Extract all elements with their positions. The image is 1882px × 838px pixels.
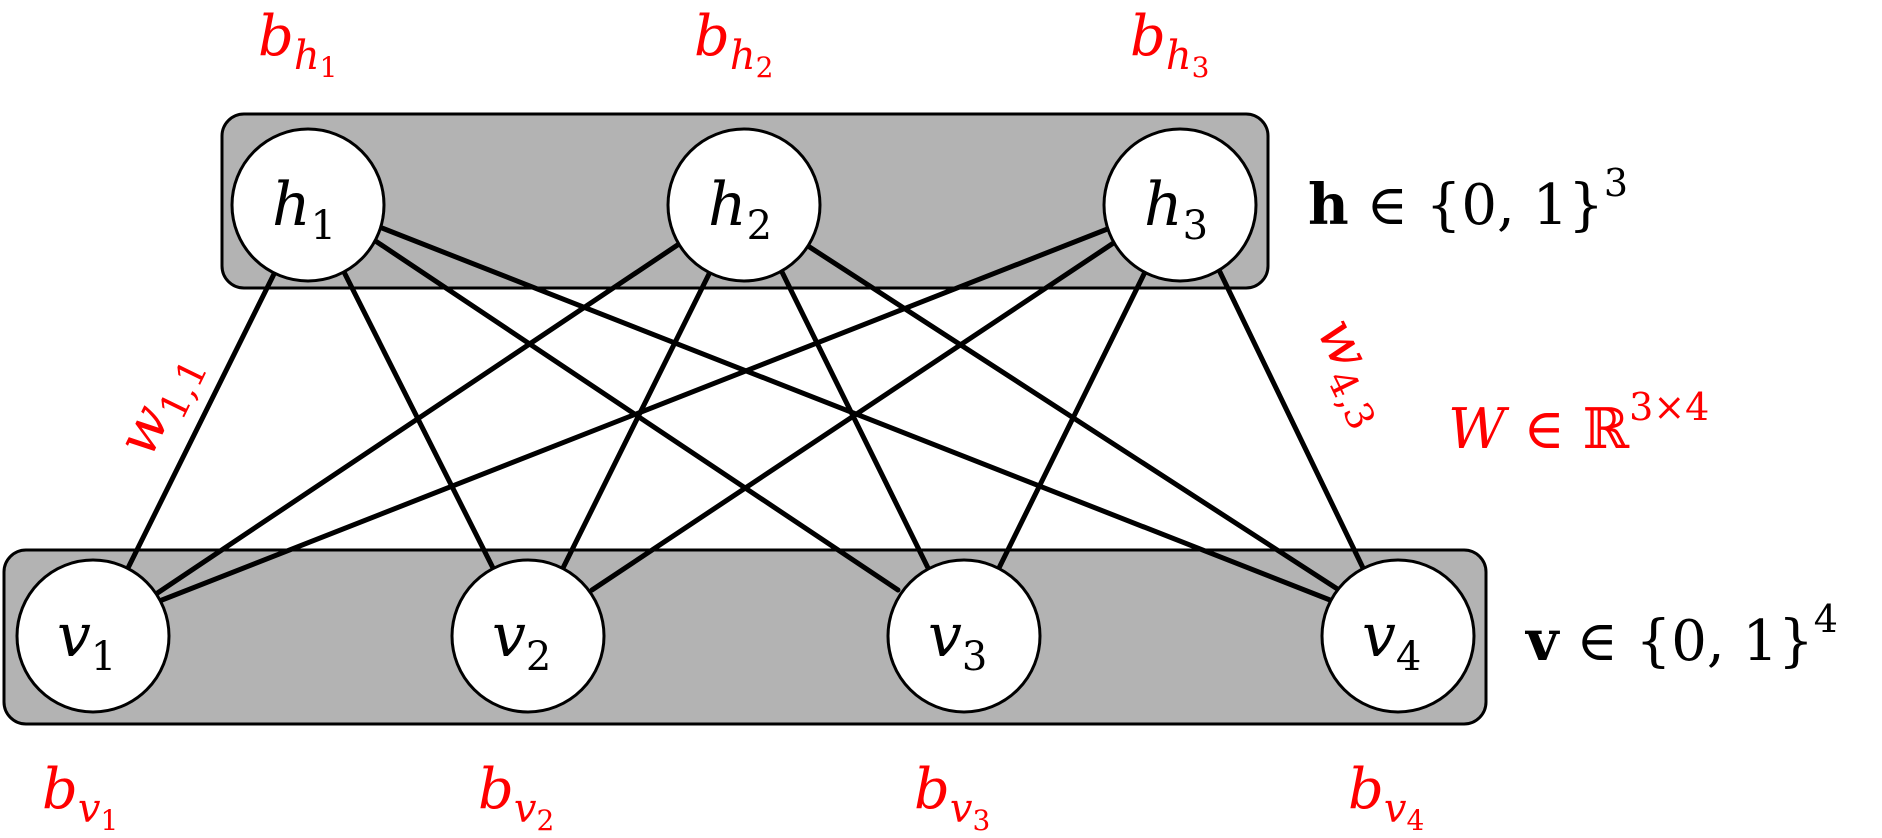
hidden-node-1: h1 bbox=[230, 127, 386, 283]
visible-node-3: v3 bbox=[886, 558, 1042, 714]
bias-label-visible-1: bv1 bbox=[42, 757, 118, 837]
edge-h3-v3 bbox=[995, 267, 1149, 573]
bias-label-hidden-2: bh2 bbox=[694, 4, 773, 84]
edge-h1-v1 bbox=[124, 269, 278, 573]
visible-node-label: v1 bbox=[57, 601, 116, 680]
visible-node-1: v1 bbox=[15, 558, 171, 714]
edge-h2-v3 bbox=[778, 267, 932, 573]
hidden-node-label: h1 bbox=[272, 170, 336, 249]
visible-layer-box bbox=[2, 548, 1488, 726]
visible-layer-label: v ∈ {0, 1}4 bbox=[1524, 597, 1838, 674]
visible-node-circle bbox=[1320, 558, 1476, 714]
hidden-node-circle bbox=[666, 127, 822, 283]
visible-node-label: v4 bbox=[1362, 601, 1421, 680]
hidden-layer-label: h ∈ {0, 1}3 bbox=[1308, 161, 1628, 238]
hidden-node-circle bbox=[1102, 127, 1258, 283]
visible-node-circle bbox=[886, 558, 1042, 714]
edge-h2-v2 bbox=[559, 267, 714, 573]
visible-units: v1 v2 v3 v4 bbox=[15, 558, 1476, 714]
bias-label-hidden-3: bh3 bbox=[1130, 4, 1209, 84]
hidden-node-label: h3 bbox=[1144, 170, 1208, 249]
visible-node-label: v3 bbox=[928, 601, 987, 680]
hidden-node-2: h2 bbox=[666, 127, 822, 283]
hidden-node-3: h3 bbox=[1102, 127, 1258, 283]
bias-label-hidden-1: bh1 bbox=[258, 4, 337, 84]
edge-h3-v1 bbox=[159, 225, 1113, 603]
bias-labels: bh1 bh2 bh3 bv1 bv2 bv3 bv4 bbox=[42, 4, 1424, 837]
bias-label-visible-2: bv2 bbox=[478, 757, 554, 837]
bias-label-visible-3: bv3 bbox=[914, 757, 990, 837]
hidden-node-label: h2 bbox=[708, 170, 772, 249]
hidden-units: h1 h2 h3 bbox=[230, 127, 1258, 283]
hidden-node-circle bbox=[230, 127, 386, 283]
weight-edges bbox=[124, 225, 1367, 603]
edge-h3-v4 bbox=[1216, 267, 1367, 573]
visible-node-4: v4 bbox=[1320, 558, 1476, 714]
edge-h2-v1 bbox=[150, 239, 685, 599]
weight-label-w11: w1,1 bbox=[104, 340, 216, 469]
weight-matrix-label: W ∈ ℝ3×4 bbox=[1448, 385, 1709, 462]
visible-node-label: v2 bbox=[492, 601, 551, 680]
visible-node-2: v2 bbox=[450, 558, 606, 714]
visible-node-circle bbox=[450, 558, 606, 714]
bias-label-visible-4: bv4 bbox=[1348, 757, 1424, 837]
weight-label-w43: w4,3 bbox=[1297, 308, 1409, 437]
edge-h3-v2 bbox=[589, 237, 1121, 593]
visible-node-circle bbox=[15, 558, 171, 714]
